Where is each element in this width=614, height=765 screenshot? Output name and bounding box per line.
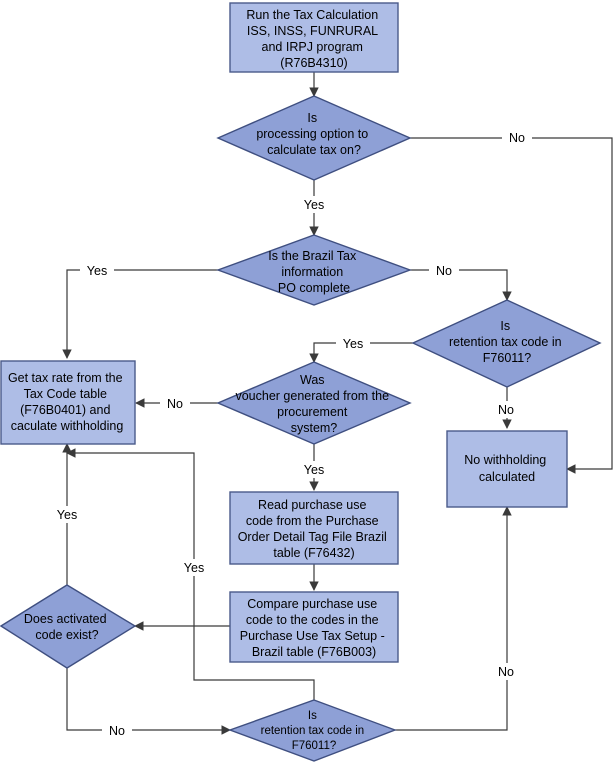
node-activated-code-decision: Does activated code exist?	[0, 584, 137, 669]
node-voucher-line-2: voucher generated from the	[235, 389, 389, 403]
node-read-purchase-line-2: code from the Purchase	[246, 514, 379, 528]
svg-text:No withholding calculate: No withholding calculated	[464, 453, 549, 484]
node-run-program-line-4: (R76B4310)	[280, 56, 347, 70]
node-retention-code-2-line-3: F76011?	[292, 740, 337, 752]
node-no-withholding: No withholding calculated	[446, 430, 568, 508]
node-compare-purchase-line-2: code to the codes in the	[246, 613, 379, 627]
svg-text:Is processing option to: Is processing option to calculate tax on…	[256, 111, 371, 157]
label-voucher-yes: Yes	[304, 463, 324, 477]
svg-text:Read purchase use code f: Read purchase use code from the Purchase…	[238, 498, 391, 560]
label-brazil-no: No	[436, 264, 452, 278]
node-run-program-line-2: ISS, INSS, FUNRURAL	[247, 24, 378, 38]
node-brazil-tax-line-2: information	[281, 265, 343, 279]
node-compare-purchase-line-4: Brazil table (F76B003)	[252, 645, 376, 659]
edge-retention2-no-to-nowithholding	[395, 506, 512, 731]
node-read-purchase-line-1: Read purchase use	[258, 498, 366, 512]
label-activated-yes: Yes	[57, 508, 77, 522]
node-activated-code-line-2: code exist?	[35, 628, 98, 642]
node-get-tax-rate-line-1: Get tax rate from the	[8, 371, 123, 385]
node-processing-option-line-3: calculate tax on?	[267, 143, 361, 157]
node-no-withholding-line-2: calculated	[479, 470, 535, 484]
node-compare-purchase-line-3: Purchase Use Tax Setup -	[240, 629, 385, 643]
node-processing-option-line-2: processing option to	[256, 127, 368, 141]
node-activated-code-line-1: Does activated	[24, 612, 107, 626]
node-retention-code-1-line-2: retention tax code in	[449, 335, 562, 349]
edge-brazil-yes-to-gettax	[62, 269, 218, 359]
edge-activated-no-to-retention2	[66, 668, 231, 735]
label-retention1-yes: Yes	[343, 337, 363, 351]
node-get-tax-rate-line-3: (F76B0401) and	[20, 403, 110, 417]
node-compare-purchase-use-code: Compare purchase use code to the codes i…	[229, 591, 399, 663]
label-processing-yes: Yes	[304, 198, 324, 212]
label-retention2-no: No	[498, 665, 514, 679]
node-brazil-tax-decision: Is the Brazil Tax information PO complet…	[215, 234, 413, 306]
node-retention-code-2-line-2: retention tax code in	[261, 725, 365, 737]
node-run-program-line-3: and IRPJ program	[262, 40, 363, 54]
node-retention-code-1-line-3: F76011?	[483, 351, 531, 365]
node-run-program: Run the Tax Calculation ISS, INSS, FUNRU…	[229, 2, 399, 73]
node-processing-option-line-1: Is	[307, 111, 317, 125]
svg-text:Compare purchase use cod: Compare purchase use code to the codes i…	[240, 597, 388, 659]
node-voucher-generated-decision: Was voucher generated from the procureme…	[216, 361, 412, 445]
svg-text:Does activated code exis: Does activated code exist?	[24, 612, 110, 642]
label-retention2-yes: Yes	[184, 561, 204, 575]
label-voucher-no: No	[167, 397, 183, 411]
label-processing-no: No	[509, 131, 525, 145]
label-retention1-no: No	[498, 403, 514, 417]
edge-retention2-yes-to-gettax	[66, 448, 315, 700]
node-no-withholding-line-1: No withholding	[464, 453, 546, 467]
svg-text:Is the Brazil Tax inform: Is the Brazil Tax information PO complet…	[268, 249, 360, 295]
node-retention-code-decision-2: Is retention tax code in F76011?	[227, 699, 397, 762]
node-run-program-line-1: Run the Tax Calculation	[246, 8, 378, 22]
svg-text:Is retention tax code in: Is retention tax code in F76011?	[449, 319, 565, 365]
node-brazil-tax-line-1: Is the Brazil Tax	[268, 249, 357, 263]
label-brazil-yes: Yes	[87, 264, 107, 278]
node-voucher-line-1: Was	[300, 373, 325, 387]
node-compare-purchase-line-1: Compare purchase use	[247, 597, 377, 611]
node-processing-option-decision: Is processing option to calculate tax on…	[216, 95, 412, 181]
node-retention-code-2-line-1: Is	[308, 710, 317, 722]
node-read-purchase-line-3: Order Detail Tag File Brazil	[238, 530, 387, 544]
node-voucher-line-4: system?	[291, 421, 338, 435]
node-get-tax-rate: Get tax rate from the Tax Code table (F7…	[0, 360, 136, 445]
node-voucher-line-3: procurement	[277, 405, 348, 419]
svg-text:Was voucher generated fr: Was voucher generated from the procureme…	[235, 373, 392, 435]
node-get-tax-rate-line-2: Tax Code table	[24, 387, 107, 401]
node-retention-code-decision-1: Is retention tax code in F76011?	[411, 299, 602, 388]
svg-text:Run the Tax Calculation: Run the Tax Calculation ISS, INSS, FUNRU…	[246, 8, 381, 70]
node-read-purchase-use-code: Read purchase use code from the Purchase…	[229, 491, 399, 565]
node-retention-code-1-line-1: Is	[500, 319, 510, 333]
label-activated-no: No	[109, 724, 125, 738]
edge-labels: No Yes Yes No Yes No No Yes Yes Yes No N…	[50, 129, 532, 739]
node-brazil-tax-line-3: PO complete	[278, 281, 350, 295]
node-read-purchase-line-4: table (F76432)	[273, 546, 354, 560]
node-get-tax-rate-line-4: caculate withholding	[11, 419, 124, 433]
edge-retention1-yes-to-voucher	[309, 342, 413, 363]
svg-text:Get tax rate from the Ta: Get tax rate from the Tax Code table (F7…	[8, 371, 126, 433]
svg-text:Is retention tax code in: Is retention tax code in F76011?	[261, 710, 368, 752]
